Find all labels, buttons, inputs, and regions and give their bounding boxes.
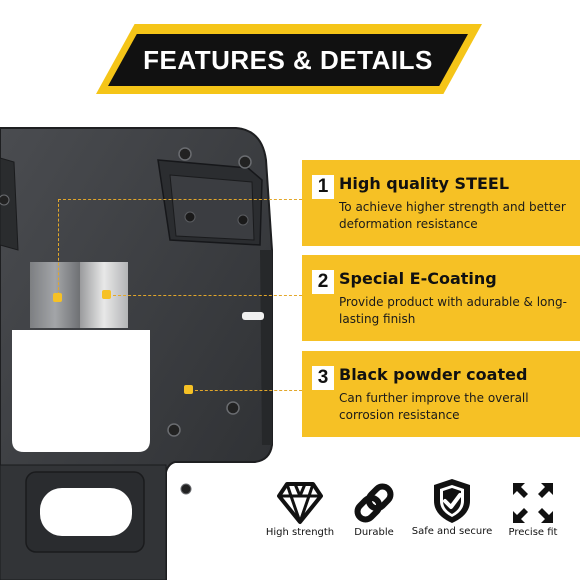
page-title: FEATURES & DETAILS xyxy=(143,44,433,75)
leader-dot-1 xyxy=(53,293,62,302)
feature-description: Provide product with adurable & long-las… xyxy=(339,295,567,326)
diamond-icon xyxy=(268,476,332,530)
feature-title: High quality STEEL xyxy=(339,174,510,193)
feature-title: Special E-Coating xyxy=(339,269,497,288)
feature-description: To achieve higher strength and better de… xyxy=(339,200,566,231)
shield-check-icon xyxy=(420,474,484,528)
leader-line-3 xyxy=(190,390,302,391)
feature-description: Can further improve the overall corrosio… xyxy=(339,391,529,422)
feature-number: 2 xyxy=(312,270,334,294)
feature-card-3: 3 Black powder coated Can further improv… xyxy=(302,351,580,437)
feature-number: 3 xyxy=(312,366,334,390)
feature-number: 1 xyxy=(312,175,334,199)
header-banner: FEATURES & DETAILS xyxy=(108,34,468,86)
leader-dot-3 xyxy=(184,385,193,394)
badge-label-safe-secure: Safe and secure xyxy=(411,526,493,537)
leader-dot-2 xyxy=(102,290,111,299)
badge-label-precise-fit: Precise fit xyxy=(508,527,558,538)
leader-line-1-vertical xyxy=(58,199,59,295)
feature-card-1: 1 High quality STEEL To achieve higher s… xyxy=(302,160,580,246)
leader-line-1 xyxy=(58,199,302,200)
feature-card-2: 2 Special E-Coating Provide product with… xyxy=(302,255,580,341)
product-plate-illustration xyxy=(0,100,300,581)
feature-title: Black powder coated xyxy=(339,365,528,384)
badge-label-high-strength: High strength xyxy=(265,527,335,538)
leader-line-2 xyxy=(108,295,302,296)
expand-arrows-icon xyxy=(501,476,565,530)
badge-label-durable: Durable xyxy=(354,527,394,538)
chain-link-icon xyxy=(342,476,406,530)
